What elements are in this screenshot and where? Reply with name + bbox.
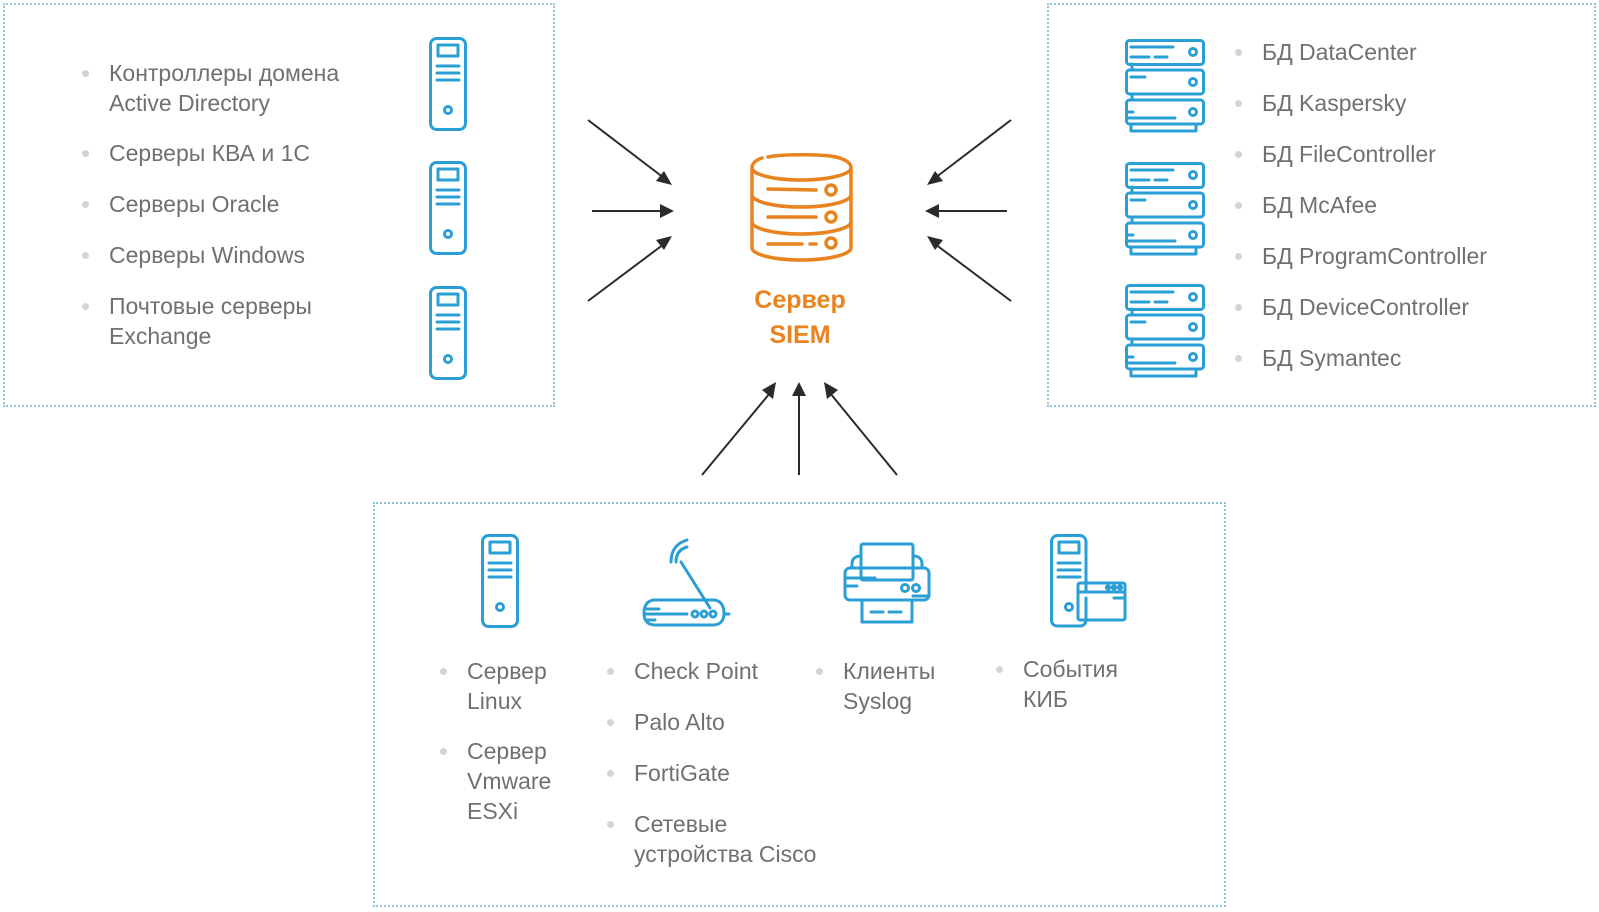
- left-source-list: Контроллеры домена Active Directory Серв…: [82, 58, 339, 351]
- arrow-left-top: [587, 119, 672, 185]
- list-item: Клиенты Syslog: [816, 656, 935, 716]
- list-item: БД FileController: [1235, 139, 1487, 169]
- server-tower-icon: [429, 161, 469, 255]
- list-item: Сервер Vmware ESXi: [440, 736, 551, 826]
- list-item-line: БД ProgramController: [1262, 243, 1487, 269]
- server-rack-icon: [1125, 162, 1207, 256]
- list-item-line: Серверы КВА и 1С: [109, 140, 311, 166]
- list-item-line: Сетевые: [634, 811, 728, 837]
- bottom-list-network-devices: Check Point Palo Alto FortiGate Сетевые …: [607, 656, 816, 869]
- list-item-line: Сервер: [467, 658, 547, 684]
- list-item: БД DeviceController: [1235, 292, 1487, 322]
- list-item: Сетевые устройства Cisco: [607, 809, 816, 869]
- list-item-line: БД FileController: [1262, 141, 1436, 167]
- list-item-line: Почтовые серверы: [109, 293, 312, 319]
- arrow-right-bottom: [927, 236, 1012, 302]
- right-database-list: БД DataCenter БД Kaspersky БД FileContro…: [1235, 37, 1487, 373]
- server-rack-icon: [1125, 39, 1207, 133]
- server-with-window-icon: [1050, 534, 1130, 628]
- list-item-line: Active Directory: [109, 90, 271, 116]
- list-item-line: БД DataCenter: [1262, 39, 1417, 65]
- list-item: События КИБ: [996, 654, 1118, 714]
- server-tower-icon: [481, 534, 521, 628]
- list-item: Check Point: [607, 656, 816, 686]
- arrow-bottom-center: [792, 382, 806, 475]
- group-box-bottom-sources: [373, 502, 1226, 907]
- server-rack-icon: [1125, 284, 1207, 378]
- arrow-bottom-left: [701, 382, 776, 476]
- list-item-line: FortiGate: [634, 760, 730, 786]
- list-item-line: Palo Alto: [634, 709, 725, 735]
- list-item: Контроллеры домена Active Directory: [82, 58, 339, 118]
- printer-icon: [843, 542, 935, 624]
- list-item: БД McAfee: [1235, 190, 1487, 220]
- arrow-right-top: [927, 119, 1012, 185]
- server-tower-icon: [429, 37, 469, 131]
- list-item-line: Серверы Windows: [109, 242, 305, 268]
- siem-server-label: Сервер SIEM: [700, 283, 900, 353]
- list-item: Palo Alto: [607, 707, 816, 737]
- list-item: БД ProgramController: [1235, 241, 1487, 271]
- wifi-router-icon: [642, 537, 735, 627]
- list-item: БД DataCenter: [1235, 37, 1487, 67]
- arrow-left-bottom: [587, 236, 672, 302]
- list-item-line: КИБ: [1023, 686, 1069, 712]
- arrow-bottom-right: [824, 382, 898, 476]
- list-item-line: Linux: [467, 688, 522, 714]
- list-item: Почтовые серверы Exchange: [82, 291, 339, 351]
- list-item: Серверы Oracle: [82, 189, 339, 219]
- list-item: Сервер Linux: [440, 656, 551, 716]
- list-item-line: БД Symantec: [1262, 345, 1402, 371]
- list-item-line: Клиенты: [843, 658, 936, 684]
- bottom-list-kib-events: События КИБ: [996, 654, 1118, 714]
- siem-label-line: Сервер: [754, 286, 846, 314]
- list-item: Серверы Windows: [82, 240, 339, 270]
- list-item-line: Серверы Oracle: [109, 191, 280, 217]
- list-item-line: БД DeviceController: [1262, 294, 1470, 320]
- list-item-line: Контроллеры домена: [109, 60, 340, 86]
- list-item: БД Symantec: [1235, 343, 1487, 373]
- list-item-line: ESXi: [467, 798, 519, 824]
- list-item-line: Exchange: [109, 323, 212, 349]
- list-item-line: Syslog: [843, 688, 913, 714]
- list-item-line: устройства Cisco: [634, 841, 817, 867]
- bottom-list-linux-vmware: Сервер Linux Сервер Vmware ESXi: [440, 656, 551, 826]
- siem-label-line: SIEM: [769, 321, 831, 349]
- arrow-left-middle: [592, 204, 674, 218]
- list-item: FortiGate: [607, 758, 816, 788]
- list-item: Серверы КВА и 1С: [82, 138, 339, 168]
- arrow-right-middle: [925, 204, 1007, 218]
- list-item: БД Kaspersky: [1235, 88, 1487, 118]
- list-item-line: События: [1023, 656, 1118, 682]
- server-tower-icon: [429, 286, 469, 380]
- list-item-line: Сервер: [467, 738, 547, 764]
- list-item-line: БД Kaspersky: [1262, 90, 1407, 116]
- group-box-left-servers: [3, 3, 555, 407]
- list-item-line: БД McAfee: [1262, 192, 1378, 218]
- group-box-right-databases: [1047, 3, 1596, 407]
- list-item-line: Check Point: [634, 658, 759, 684]
- list-item-line: Vmware: [467, 768, 552, 794]
- database-server-icon: [750, 153, 854, 263]
- bottom-list-syslog: Клиенты Syslog: [816, 656, 935, 716]
